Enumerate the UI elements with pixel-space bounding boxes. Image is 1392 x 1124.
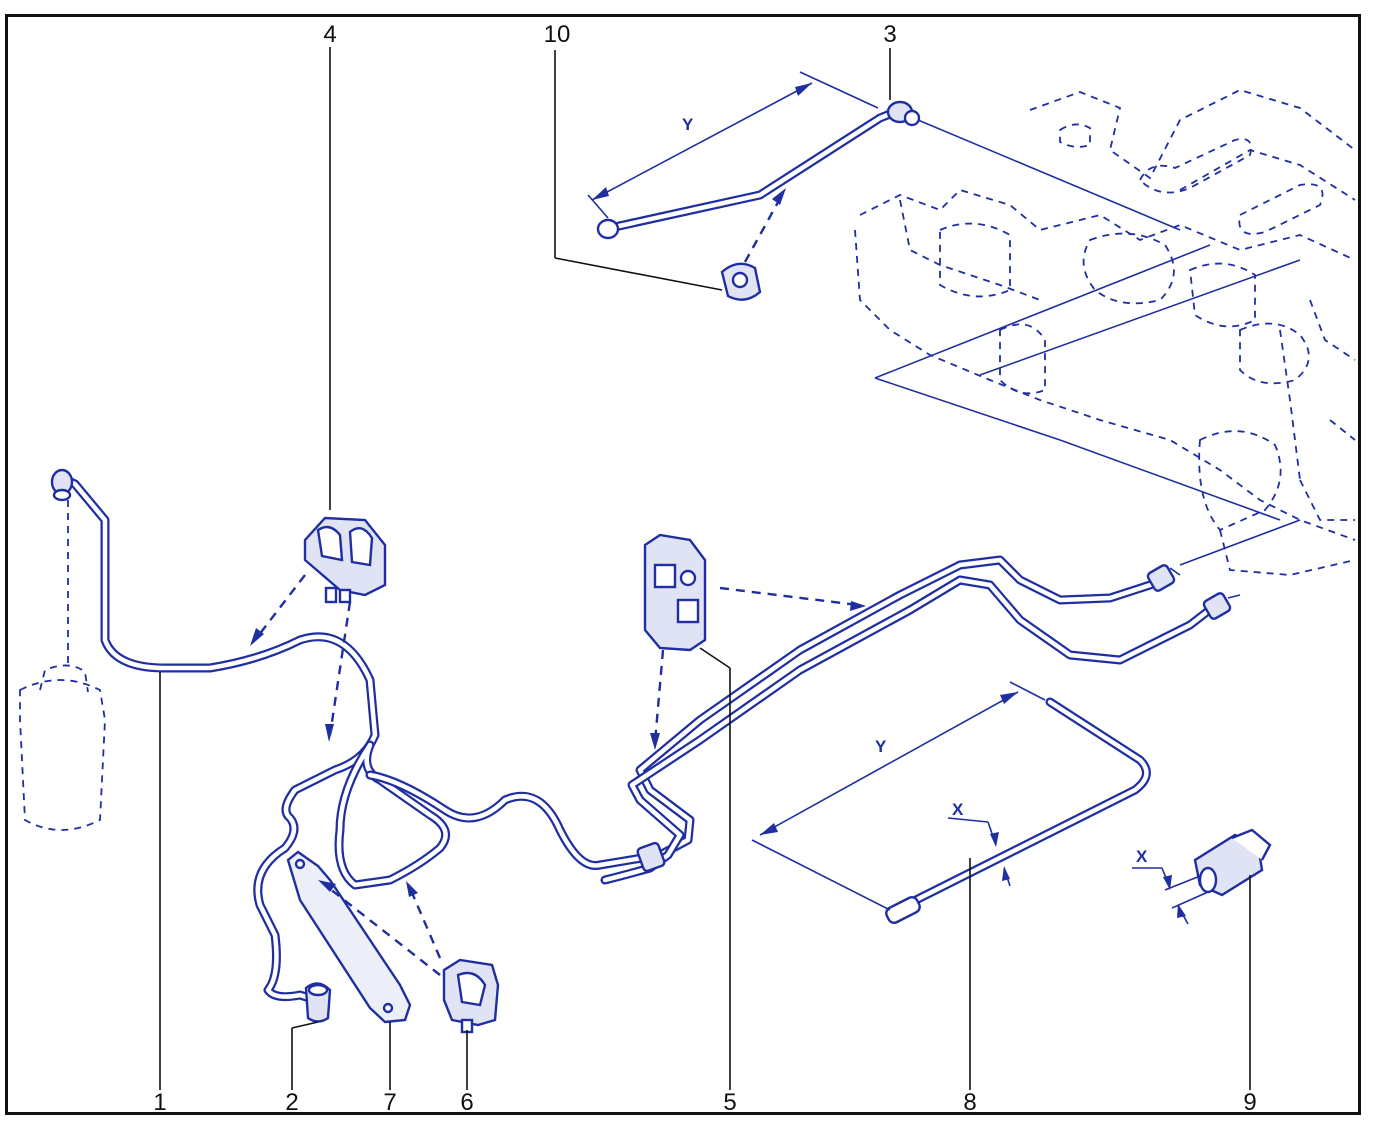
dim-label-x-union: X (1136, 847, 1148, 866)
part-label-8: 8 (963, 1089, 976, 1116)
part-label-6: 6 (460, 1089, 473, 1116)
part-label-9: 9 (1243, 1089, 1256, 1116)
part-label-7: 7 (383, 1089, 396, 1116)
plug-part-2 (304, 982, 332, 1023)
union-part-9 (1132, 828, 1272, 925)
engine-ghost (854, 89, 1356, 576)
part-label-1: 1 (153, 1089, 166, 1116)
part-label-3: 3 (883, 21, 896, 48)
part-label-2: 2 (285, 1089, 298, 1116)
dim-label-x-pipe: X (952, 800, 964, 819)
clip-part-4 (250, 516, 387, 742)
bracket-part-7 (286, 850, 441, 1024)
dim-label-y-top: Y (682, 115, 694, 134)
pipe-loop (334, 740, 451, 890)
dim-label-y-bottom: Y (875, 737, 887, 756)
pipe-part-1 (50, 468, 380, 1005)
pipe-part-8 (751, 681, 1151, 924)
clip-part-6 (406, 881, 500, 1034)
fuel-filter-ghost (19, 500, 106, 831)
upper-fuel-pipe (587, 71, 1181, 240)
leader-lines (159, 47, 1251, 1090)
part-label-5: 5 (723, 1089, 736, 1116)
part-label-4: 4 (323, 21, 336, 48)
part-label-10: 10 (544, 21, 571, 48)
clip-part-5 (643, 533, 866, 750)
long-pipes (365, 555, 1241, 885)
clip-part-10 (720, 188, 786, 301)
